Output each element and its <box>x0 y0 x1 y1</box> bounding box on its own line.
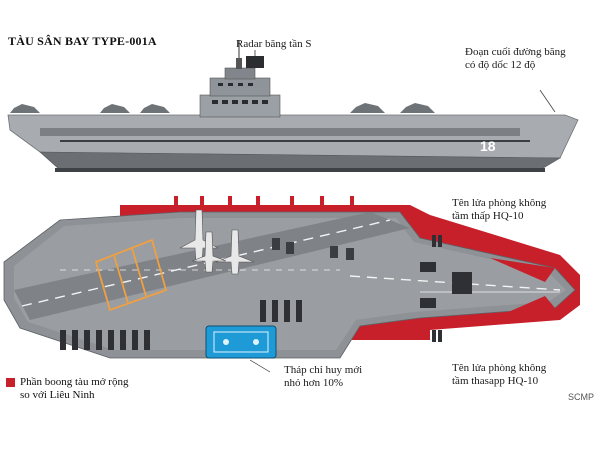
island-tower-top <box>205 325 277 359</box>
legend-red-swatch <box>6 378 15 387</box>
source-credit: SCMP <box>567 392 594 402</box>
tower-label-line2: nhỏ hơn 10% <box>284 377 343 389</box>
radar-label: Radar băng tần S <box>236 38 312 50</box>
side-island <box>199 40 281 118</box>
deck-helicopters <box>272 238 354 260</box>
top-view <box>3 196 580 373</box>
parked-aircraft-row <box>60 300 302 350</box>
hq10-bottom-line1: Tên lửa phòng không <box>452 362 547 374</box>
hq10-launcher-top <box>432 235 442 247</box>
hq10-top-line2: tầm thấp HQ-10 <box>452 210 524 222</box>
tower-label-line1: Tháp chỉ huy mới <box>284 364 363 376</box>
tower-leader-line <box>249 359 271 373</box>
hq10-bottom-line2: tầm thasapp HQ-10 <box>452 375 539 387</box>
side-gallery-band <box>40 128 520 136</box>
infographic-title: TÀU SÂN BAY TYPE-001A <box>8 34 157 48</box>
flight-deck-inner <box>14 218 566 350</box>
side-view: 18 <box>7 40 579 172</box>
missile-launchers <box>420 262 472 308</box>
ramp-label-line1: Đoạn cuối đường băng <box>465 46 566 58</box>
landing-zone-markings <box>94 238 168 312</box>
ramp-label: Đoạn cuối đường băng có độ dốc 12 độ <box>465 46 566 72</box>
top-aircraft <box>179 209 255 275</box>
ramp-leader-line <box>539 89 556 113</box>
side-portholes <box>60 140 530 142</box>
tower-label: Tháp chỉ huy mới nhỏ hơn 10% <box>284 364 362 390</box>
deck-edge-sponsons <box>174 196 354 205</box>
hq10-top-line1: Tên lửa phòng không <box>452 197 547 209</box>
legend-text: Phần boong tàu mở rộng so với Liêu Ninh <box>20 376 129 401</box>
hull-number: 18 <box>480 138 496 154</box>
side-waterline <box>55 168 545 172</box>
hq10-top-label: Tên lửa phòng không tầm thấp HQ-10 <box>452 197 546 223</box>
side-aircraft <box>10 103 435 113</box>
hq10-bottom-label: Tên lửa phòng không tầm thasapp HQ-10 <box>452 362 546 388</box>
ramp-label-line2: có độ dốc 12 độ <box>465 59 536 71</box>
bow-red-triangles <box>490 258 555 320</box>
hq10-launcher-bottom <box>432 330 442 342</box>
